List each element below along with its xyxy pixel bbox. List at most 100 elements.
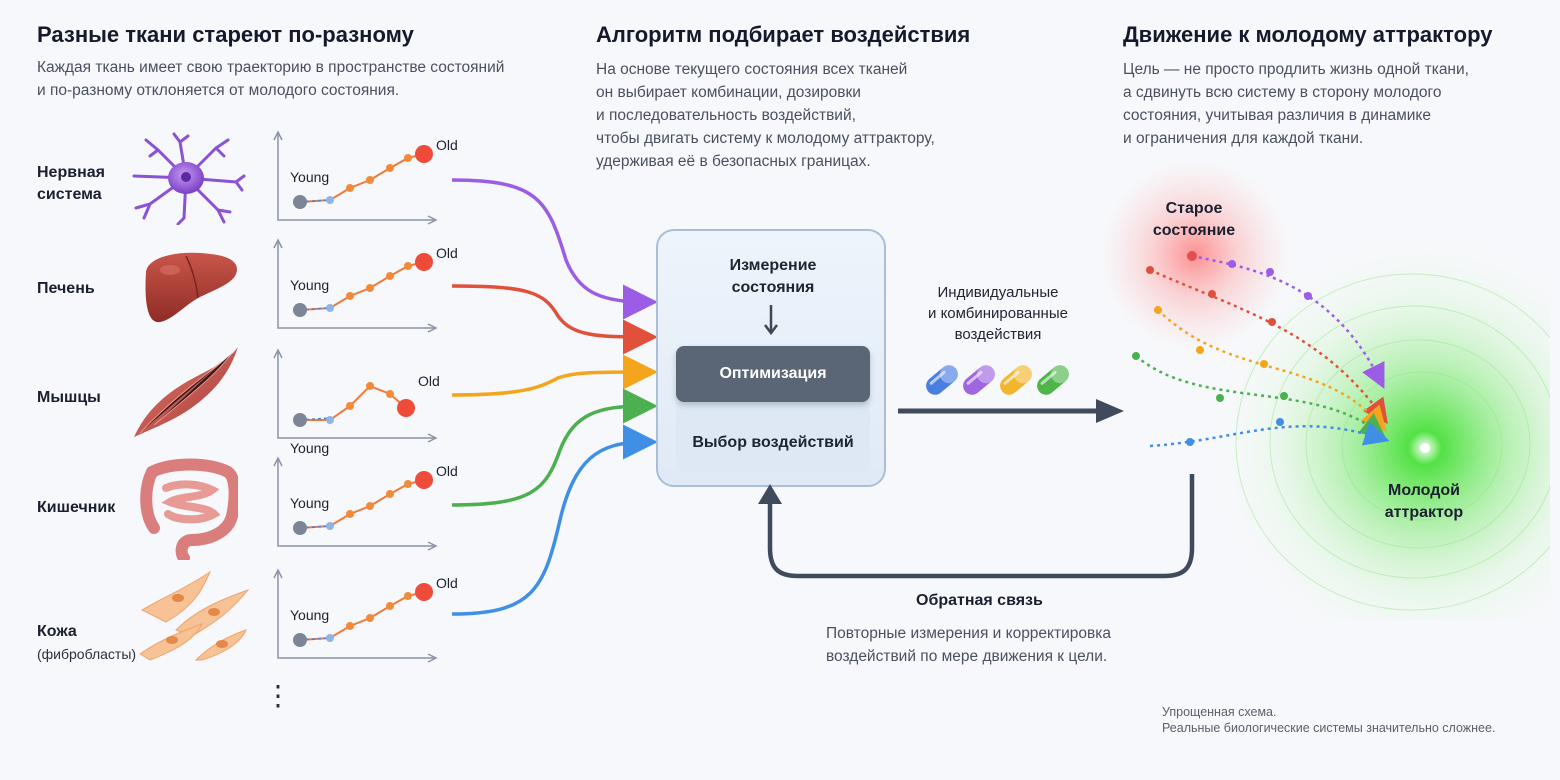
old-label: Old bbox=[436, 463, 458, 479]
trajectory-chart: Young Old bbox=[273, 568, 458, 663]
tissue-label-skin-main: Кожа bbox=[37, 623, 77, 640]
trajectory-point bbox=[397, 399, 415, 417]
interventions-arrow bbox=[898, 399, 1124, 423]
feedback-title: Обратная связь bbox=[916, 592, 1043, 609]
trajectory-point bbox=[366, 502, 374, 510]
young-segment bbox=[299, 417, 331, 421]
tissue-label-liver: Печень bbox=[37, 280, 95, 297]
y-axis-arrow bbox=[273, 568, 283, 579]
trajectory-point bbox=[293, 633, 307, 647]
tissue-label-nervous: Нервная система bbox=[37, 164, 105, 203]
x-axis-arrow bbox=[427, 433, 438, 443]
trajectory-point bbox=[386, 602, 394, 610]
chart-axes bbox=[277, 242, 434, 329]
trajectory-point bbox=[415, 471, 433, 489]
tissue-label-skin: Кожа (фибробласты) bbox=[37, 599, 136, 687]
trajectory-point bbox=[346, 622, 354, 630]
trajectory-point bbox=[346, 184, 354, 192]
trajectory-point bbox=[326, 304, 334, 312]
middle-section-description: На основе текущего состояния всех тканей… bbox=[596, 61, 935, 170]
young-label: Young bbox=[290, 169, 329, 185]
trajectory-chart: Young Old bbox=[273, 130, 458, 225]
tissue-label-skin-sub: (фибробласты) bbox=[37, 646, 137, 662]
young-label: Young bbox=[290, 607, 329, 623]
pill-icon bbox=[963, 365, 995, 395]
trajectory-point bbox=[366, 382, 374, 390]
trajectory-point bbox=[404, 480, 412, 488]
trajectory-point bbox=[293, 521, 307, 535]
trajectory-point bbox=[346, 510, 354, 518]
trajectory-point bbox=[404, 592, 412, 600]
down-arrow-icon bbox=[764, 305, 778, 336]
trajectory-point bbox=[346, 292, 354, 300]
trajectory-chart: Young Old bbox=[273, 348, 440, 456]
x-axis-arrow bbox=[427, 215, 438, 225]
more-tissues-ellipsis: ⋮ bbox=[264, 680, 292, 711]
feedback-loop-arrow bbox=[758, 474, 1195, 579]
trajectory-point bbox=[415, 145, 433, 163]
y-axis-arrow bbox=[273, 456, 283, 467]
muscle-icon bbox=[134, 347, 238, 437]
left-section-title: Разные ткани стареют по-разному bbox=[37, 22, 414, 47]
middle-section-title: Алгоритм подбирает воздействия bbox=[596, 22, 971, 47]
tissue-label-intestine: Кишечник bbox=[37, 499, 116, 516]
pills-icon bbox=[926, 365, 1069, 395]
y-axis-arrow bbox=[273, 130, 283, 141]
trajectory-point bbox=[404, 262, 412, 270]
tissue-to-algorithm-arrows bbox=[451, 178, 658, 616]
trajectory-point bbox=[415, 583, 433, 601]
chart-axes bbox=[277, 572, 434, 659]
y-axis-arrow bbox=[273, 348, 283, 359]
interventions-label: Индивидуальные и комбинированные воздейс… bbox=[928, 284, 1068, 343]
trajectory-point bbox=[293, 303, 307, 317]
young-segment bbox=[299, 307, 331, 311]
young-label: Young bbox=[290, 495, 329, 511]
trajectory-point bbox=[366, 176, 374, 184]
simplification-note: Упрощенная схема. Реальные биологические… bbox=[1162, 705, 1496, 735]
left-section-description: Каждая ткань имеет свою траекторию в про… bbox=[37, 59, 505, 99]
trajectory-chart: Young Old bbox=[273, 238, 458, 333]
intestine-icon bbox=[140, 458, 238, 560]
trajectory-points bbox=[1132, 251, 1312, 446]
trajectory-point bbox=[366, 284, 374, 292]
young-label: Young bbox=[290, 277, 329, 293]
optimization-block: Оптимизация bbox=[676, 346, 870, 402]
chart-axes bbox=[277, 460, 434, 547]
trajectory-point bbox=[346, 402, 354, 410]
young-segment bbox=[299, 199, 331, 203]
trajectory-point bbox=[386, 272, 394, 280]
old-label: Old bbox=[436, 245, 458, 261]
old-label: Old bbox=[418, 373, 440, 389]
old-label: Old bbox=[436, 575, 458, 591]
feedback-description: Повторные измерения и корректировка возд… bbox=[826, 625, 1111, 665]
x-axis-arrow bbox=[427, 541, 438, 551]
trajectory-point bbox=[386, 390, 394, 398]
x-axis-arrow bbox=[427, 653, 438, 663]
select-interventions-label: Выбор воздействий bbox=[692, 434, 854, 451]
trajectory-point bbox=[293, 413, 307, 427]
right-section-description: Цель — не просто продлить жизнь одной тк… bbox=[1123, 61, 1469, 147]
measure-state-label: Измерение состояния bbox=[729, 257, 817, 296]
selection-panel bbox=[676, 402, 870, 472]
trajectory-point bbox=[326, 634, 334, 642]
right-section-title: Движение к молодому аттрактору bbox=[1123, 22, 1493, 47]
chart-axes bbox=[277, 134, 434, 221]
attractor-center bbox=[1420, 443, 1430, 453]
trajectory-point bbox=[326, 416, 334, 424]
pill-icon bbox=[926, 365, 958, 395]
young-label: Young bbox=[290, 440, 329, 456]
young-attractor-label: Молодой аттрактор bbox=[1384, 482, 1464, 521]
trajectory-point bbox=[326, 522, 334, 530]
trajectory-point bbox=[386, 490, 394, 498]
old-label: Old bbox=[436, 137, 458, 153]
attractor-contours bbox=[1235, 273, 1550, 611]
state-space-diagram bbox=[1100, 160, 1550, 620]
pill-icon bbox=[1037, 365, 1069, 395]
trajectory-point bbox=[415, 253, 433, 271]
y-axis-arrow bbox=[273, 238, 283, 249]
trajectory-point bbox=[404, 154, 412, 162]
old-state-label: Старое состояние bbox=[1152, 200, 1236, 239]
young-segment bbox=[299, 637, 331, 641]
neuron-icon bbox=[132, 132, 246, 225]
